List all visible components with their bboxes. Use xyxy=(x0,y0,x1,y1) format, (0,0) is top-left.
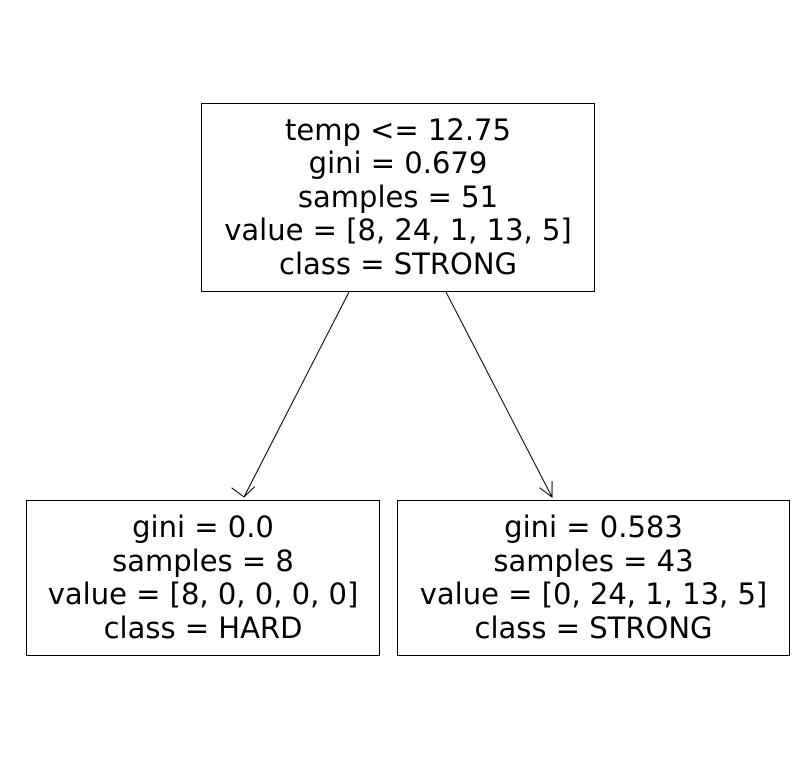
node-right-gini: gini = 0.583 xyxy=(504,510,683,544)
tree-node-left-leaf: gini = 0.0 samples = 8 value = [8, 0, 0,… xyxy=(26,500,380,656)
node-root-value: value = [8, 24, 1, 13, 5] xyxy=(224,213,572,248)
node-left-gini: gini = 0.0 xyxy=(132,510,274,544)
edge-root-to-right xyxy=(445,291,553,498)
node-root-gini: gini = 0.679 xyxy=(308,146,488,181)
edge-root-to-left xyxy=(243,291,350,498)
node-left-value: value = [8, 0, 0, 0, 0] xyxy=(47,577,359,611)
node-left-class: class = HARD xyxy=(103,610,303,645)
tree-node-root: temp <= 12.75 gini = 0.679 samples = 51 … xyxy=(201,103,595,292)
node-right-value: value = [0, 24, 1, 13, 5] xyxy=(419,577,768,611)
node-root-samples: samples = 51 xyxy=(297,179,499,214)
node-right-class: class = STRONG xyxy=(474,610,713,645)
node-right-samples: samples = 43 xyxy=(493,543,694,578)
tree-node-right-leaf: gini = 0.583 samples = 43 value = [0, 24… xyxy=(397,500,790,656)
node-root-class: class = STRONG xyxy=(279,246,517,281)
node-left-samples: samples = 8 xyxy=(112,543,294,578)
edge-root-to-left-arrowhead xyxy=(231,486,256,498)
edge-root-to-right-arrowhead xyxy=(539,481,553,498)
node-root-split: temp <= 12.75 xyxy=(285,112,511,147)
